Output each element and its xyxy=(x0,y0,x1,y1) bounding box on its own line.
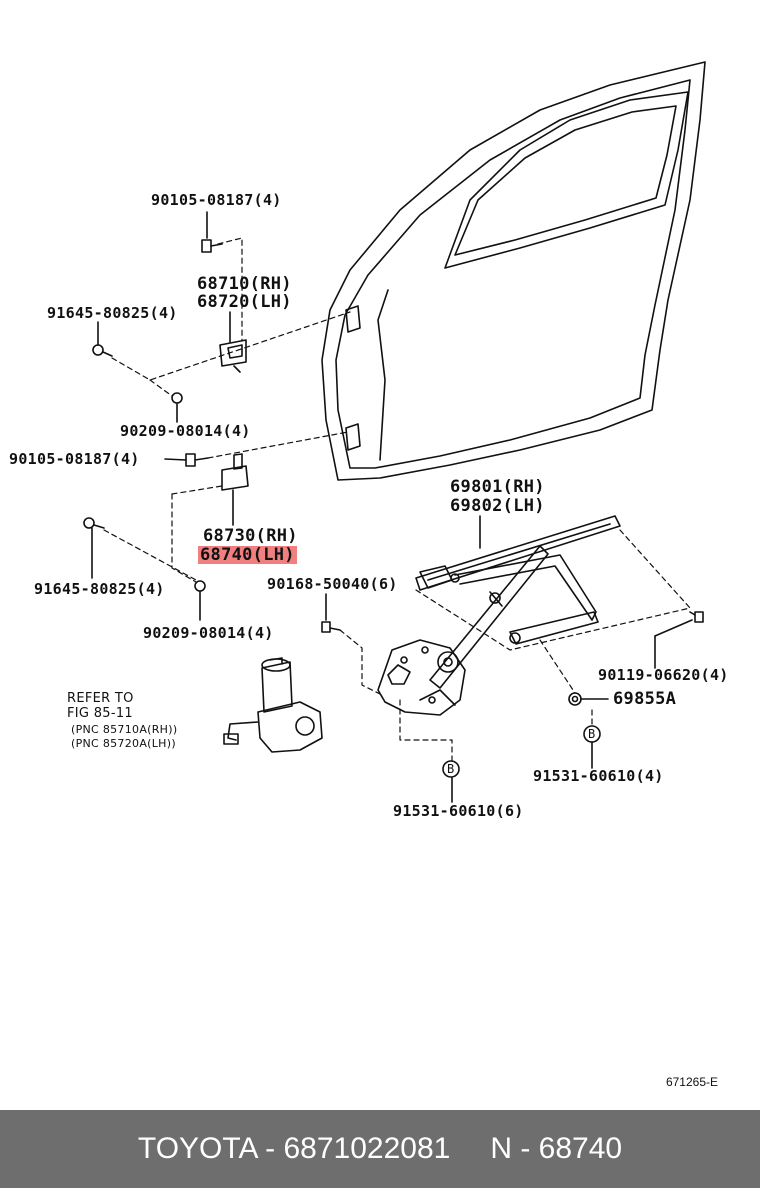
part-label-regulator-rh: 69801(RH) xyxy=(450,477,545,497)
bolt-icon xyxy=(83,517,105,529)
lower-hinge xyxy=(221,453,249,491)
nut-icon xyxy=(194,580,206,592)
regulator-gear xyxy=(377,639,466,716)
bushing-icon xyxy=(568,692,582,706)
nut-icon xyxy=(171,392,183,404)
window-motor xyxy=(223,657,323,753)
bolt-icon xyxy=(92,344,113,357)
part-label-regulator-lh: 69802(LH) xyxy=(450,496,545,516)
footer-bar: TOYOTA - 6871022081 N - 68740 xyxy=(0,1110,760,1188)
part-label-upper-bolt: 91645-80825(4) xyxy=(47,304,178,322)
part-label-regulator-bolt: 90168-50040(6) xyxy=(267,575,398,593)
part-label-mid-bolt: 90105-08187(4) xyxy=(9,450,140,468)
part-label-lower-hinge-rh: 68730(RH) xyxy=(203,526,298,546)
footer-part-number: TOYOTA - 6871022081 xyxy=(137,1132,451,1165)
bolt-icon xyxy=(321,621,341,633)
part-label-bushing: 69855A xyxy=(613,689,677,709)
door-panel xyxy=(321,61,706,481)
refer-note-line4: (PNC 85720A(LH)) xyxy=(71,737,176,750)
bolt-icon xyxy=(689,611,704,623)
part-label-lower-hinge-lh: 68740(LH) xyxy=(198,545,297,565)
upper-hinge xyxy=(219,339,247,373)
bolt-icon xyxy=(201,239,223,253)
refer-note-line3: (PNC 85710A(RH)) xyxy=(71,723,178,736)
window-regulator xyxy=(415,515,621,689)
part-label-rivet-left: 91531-60610(6) xyxy=(393,802,524,820)
refer-note-line2: FIG 85-11 xyxy=(67,706,133,721)
part-label-top-bolt: 90105-08187(4) xyxy=(151,191,282,209)
drawing-code: 671265-E xyxy=(665,1075,718,1089)
rivet-callout-letter-right: B xyxy=(588,727,596,741)
rivet-callout-letter-left: B xyxy=(447,762,455,776)
footer-ref: N - 68740 xyxy=(490,1132,623,1165)
parts-diagram xyxy=(83,61,706,803)
part-label-upper-hinge-lh: 68720(LH) xyxy=(197,292,292,312)
rivet-callout-b-right xyxy=(583,725,601,743)
part-label-lower-bolt: 91645-80825(4) xyxy=(34,580,165,598)
bolt-icon xyxy=(185,453,209,467)
part-label-upper-hinge-rh: 68710(RH) xyxy=(197,274,292,294)
part-label-rivet-right: 91531-60610(4) xyxy=(533,767,664,785)
rivet-callout-b-left xyxy=(442,760,460,778)
part-label-lower-nut: 90209-08014(4) xyxy=(143,624,274,642)
refer-note-line1: REFER TO xyxy=(67,691,134,706)
part-label-roller-bolt: 90119-06620(4) xyxy=(598,666,729,684)
part-label-upper-nut: 90209-08014(4) xyxy=(120,422,251,440)
